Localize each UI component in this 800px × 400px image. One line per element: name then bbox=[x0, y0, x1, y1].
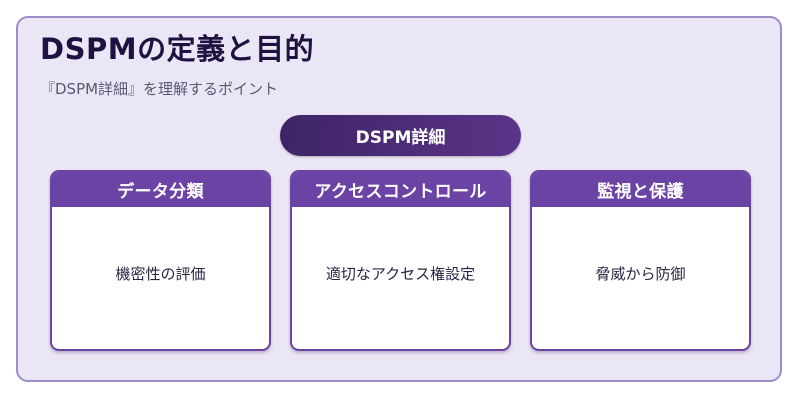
card-header: 監視と保護 bbox=[532, 172, 749, 207]
card-header: アクセスコントロール bbox=[292, 172, 509, 207]
card-header: データ分類 bbox=[52, 172, 269, 207]
card-monitoring-protection: 監視と保護 脅威から防御 bbox=[530, 170, 751, 351]
card-body: 機密性の評価 bbox=[115, 264, 206, 283]
card-body: 脅威から防御 bbox=[595, 264, 686, 283]
diagram-title: DSPMの定義と目的 bbox=[40, 32, 315, 66]
card-data-classification: データ分類 機密性の評価 bbox=[50, 170, 271, 351]
center-node-label: DSPM詳細 bbox=[355, 128, 446, 148]
card-access-control: アクセスコントロール 適切なアクセス権設定 bbox=[290, 170, 511, 351]
card-body: 適切なアクセス権設定 bbox=[325, 264, 476, 283]
center-node: DSPM詳細 bbox=[280, 115, 521, 156]
diagram-subtitle: 『DSPM詳細』を理解するポイント bbox=[40, 80, 279, 98]
